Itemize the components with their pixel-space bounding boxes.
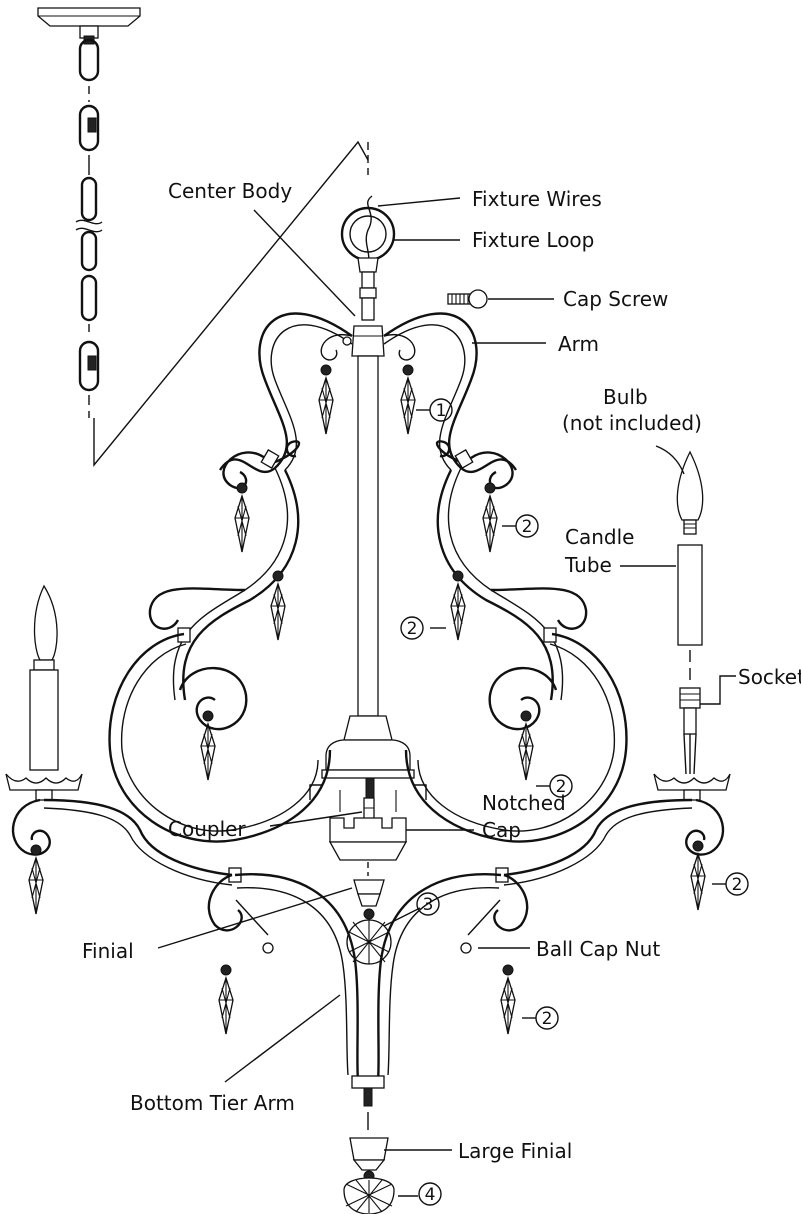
callout-4: 4 bbox=[418, 1182, 442, 1206]
svg-text:2: 2 bbox=[522, 517, 533, 537]
cap-screw bbox=[447, 289, 488, 309]
label-socket: Socket bbox=[738, 665, 801, 689]
callout-2: 2 bbox=[549, 774, 573, 798]
finial bbox=[346, 879, 392, 965]
crystal-drop bbox=[500, 964, 516, 1035]
chain-assembly bbox=[75, 38, 103, 418]
label-candle-tube-line1: Candle bbox=[565, 525, 634, 549]
svg-text:2: 2 bbox=[407, 619, 418, 639]
right-candle bbox=[503, 650, 731, 886]
label-center-body: Center Body bbox=[168, 179, 292, 203]
crystal-callouts: 1 2 2 2 2 2 3 4 bbox=[400, 398, 749, 1206]
crystal-drop bbox=[482, 482, 498, 553]
callout-2: 2 bbox=[535, 1006, 559, 1030]
candle-tube bbox=[677, 544, 703, 646]
crystal-drop bbox=[200, 710, 216, 781]
label-bottom-tier-arm: Bottom Tier Arm bbox=[130, 1091, 295, 1115]
label-arm: Arm bbox=[558, 332, 599, 356]
label-finial: Finial bbox=[82, 939, 134, 963]
label-ball-cap-nut: Ball Cap Nut bbox=[536, 937, 660, 961]
lower-loops bbox=[108, 627, 628, 883]
callout-1: 1 bbox=[429, 398, 453, 422]
crystal-drop bbox=[518, 710, 534, 781]
label-bulb-line2: (not included) bbox=[562, 411, 702, 435]
callout-2: 2 bbox=[725, 872, 749, 896]
bottom-tier-arms bbox=[207, 873, 529, 1107]
label-notched-cap-line2: Cap bbox=[482, 818, 521, 842]
left-candle bbox=[5, 584, 233, 886]
label-bulb-line1: Bulb bbox=[603, 385, 648, 409]
crystal-drop bbox=[400, 364, 416, 435]
label-large-finial: Large Finial bbox=[458, 1139, 572, 1163]
svg-text:1: 1 bbox=[436, 401, 447, 421]
callout-2: 2 bbox=[515, 514, 539, 538]
label-coupler: Coupler bbox=[168, 817, 246, 841]
chain-bracket-lines bbox=[93, 140, 369, 467]
svg-text:2: 2 bbox=[556, 777, 567, 797]
fixture-loop bbox=[340, 195, 396, 321]
notched-cap bbox=[328, 817, 408, 876]
crystal-drop bbox=[234, 482, 250, 553]
large-finial bbox=[343, 1112, 395, 1214]
svg-text:4: 4 bbox=[425, 1185, 436, 1205]
label-cap-screw: Cap Screw bbox=[563, 287, 668, 311]
callout-2: 2 bbox=[400, 616, 424, 640]
svg-text:2: 2 bbox=[732, 875, 743, 895]
center-body bbox=[321, 325, 415, 799]
label-fixture-loop: Fixture Loop bbox=[472, 228, 594, 252]
label-notched-cap-line1: Notched bbox=[482, 791, 566, 815]
svg-text:2: 2 bbox=[542, 1009, 553, 1029]
leader-lines bbox=[157, 197, 736, 1197]
part-labels: Center Body Fixture Wires Fixture Loop C… bbox=[82, 179, 801, 1163]
ceiling-canopy bbox=[37, 7, 141, 45]
callout-3: 3 bbox=[416, 892, 440, 916]
crystal-drop bbox=[318, 364, 334, 435]
label-fixture-wires: Fixture Wires bbox=[472, 187, 602, 211]
label-candle-tube-line2: Tube bbox=[564, 553, 612, 577]
mid-arms bbox=[148, 440, 588, 701]
bulb bbox=[676, 450, 704, 535]
upper-arms bbox=[219, 312, 517, 474]
svg-text:3: 3 bbox=[423, 895, 434, 915]
crystal-drop bbox=[218, 964, 234, 1035]
